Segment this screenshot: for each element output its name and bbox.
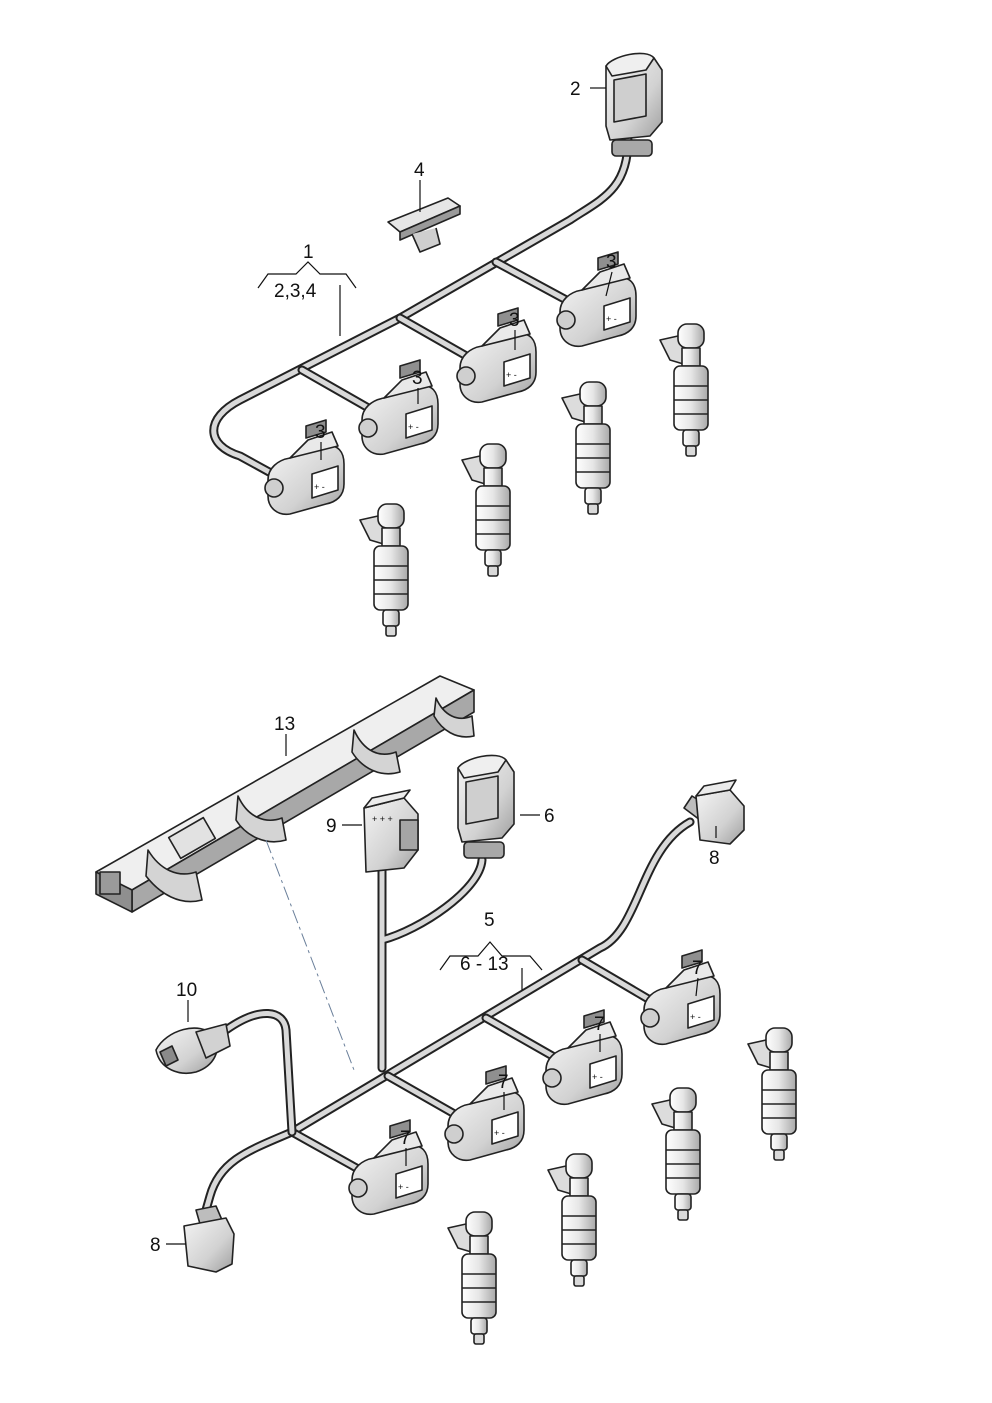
wiring-rail-13	[95, 675, 475, 913]
injector-bottom-1	[447, 1211, 497, 1345]
injector-top-4	[659, 323, 709, 457]
leaders-top	[257, 87, 613, 460]
injector-bottom-3	[651, 1087, 701, 1221]
sensor-10	[155, 1023, 231, 1074]
callout-8-top: 8	[709, 848, 720, 869]
callout-7-b: 7	[498, 1072, 509, 1093]
connector-3-b	[358, 359, 439, 456]
pin-mark-3d: + -	[606, 314, 617, 324]
connector-plug-2	[605, 52, 663, 157]
pin-mark-7c: + -	[592, 1072, 603, 1082]
connector-8-bottom	[183, 1205, 235, 1273]
callout-3-d: 3	[606, 252, 617, 273]
connector-3-c	[456, 307, 537, 404]
callout-7-a: 7	[400, 1128, 411, 1149]
connector-7-a	[348, 1119, 429, 1216]
injector-bottom-4	[747, 1027, 797, 1161]
callout-1: 1	[303, 242, 314, 263]
callout-7-d: 7	[692, 958, 703, 979]
pin-mark-7d: + -	[690, 1012, 701, 1022]
connector-plug-6	[457, 754, 515, 859]
plus-mark-9: + + +	[372, 814, 393, 824]
connector-3-a	[264, 419, 345, 516]
callout-1-group: 2,3,4	[274, 281, 317, 302]
callout-4: 4	[414, 160, 425, 181]
callout-5-group: 6 - 13	[460, 954, 509, 975]
callout-3-a: 3	[315, 422, 326, 443]
connector-7-c	[542, 1009, 623, 1106]
callout-8-bottom: 8	[150, 1235, 161, 1256]
pin-mark-3b: + -	[408, 422, 419, 432]
callout-6: 6	[544, 806, 555, 827]
pin-mark-3c: + -	[506, 370, 517, 380]
callout-labels: 2 4 1 2,3,4 3 3 3 3 13 9 6 8 5 6 - 13 10…	[150, 79, 720, 1256]
injector-top-3	[561, 381, 611, 515]
leaders-bottom	[166, 734, 717, 1245]
injector-top-1	[359, 503, 409, 637]
pin-marks: + - + - + - + - + - + - + - + -	[314, 314, 701, 1192]
callout-2: 2	[570, 79, 581, 100]
connector-8-top	[683, 779, 745, 845]
injector-bottom-2	[547, 1153, 597, 1287]
callout-7-c: 7	[594, 1014, 605, 1035]
injector-top-2	[461, 443, 511, 577]
callout-5: 5	[484, 910, 495, 931]
callout-10: 10	[176, 980, 197, 1001]
callout-9: 9	[326, 816, 337, 837]
harness-bottom	[201, 817, 695, 1215]
connector-7-d	[640, 949, 721, 1046]
pin-mark-7a: + -	[398, 1182, 409, 1192]
connector-9: + + +	[363, 789, 419, 873]
harness-top	[209, 135, 633, 483]
connector-7-b	[444, 1065, 525, 1162]
connector-3-d	[556, 251, 637, 348]
pin-mark-3a: + -	[314, 482, 325, 492]
callout-13: 13	[274, 714, 295, 735]
pin-mark-7b: + -	[494, 1128, 505, 1138]
callout-3-b: 3	[412, 368, 423, 389]
bracket-clip-4	[387, 197, 461, 253]
callout-3-c: 3	[509, 310, 520, 331]
